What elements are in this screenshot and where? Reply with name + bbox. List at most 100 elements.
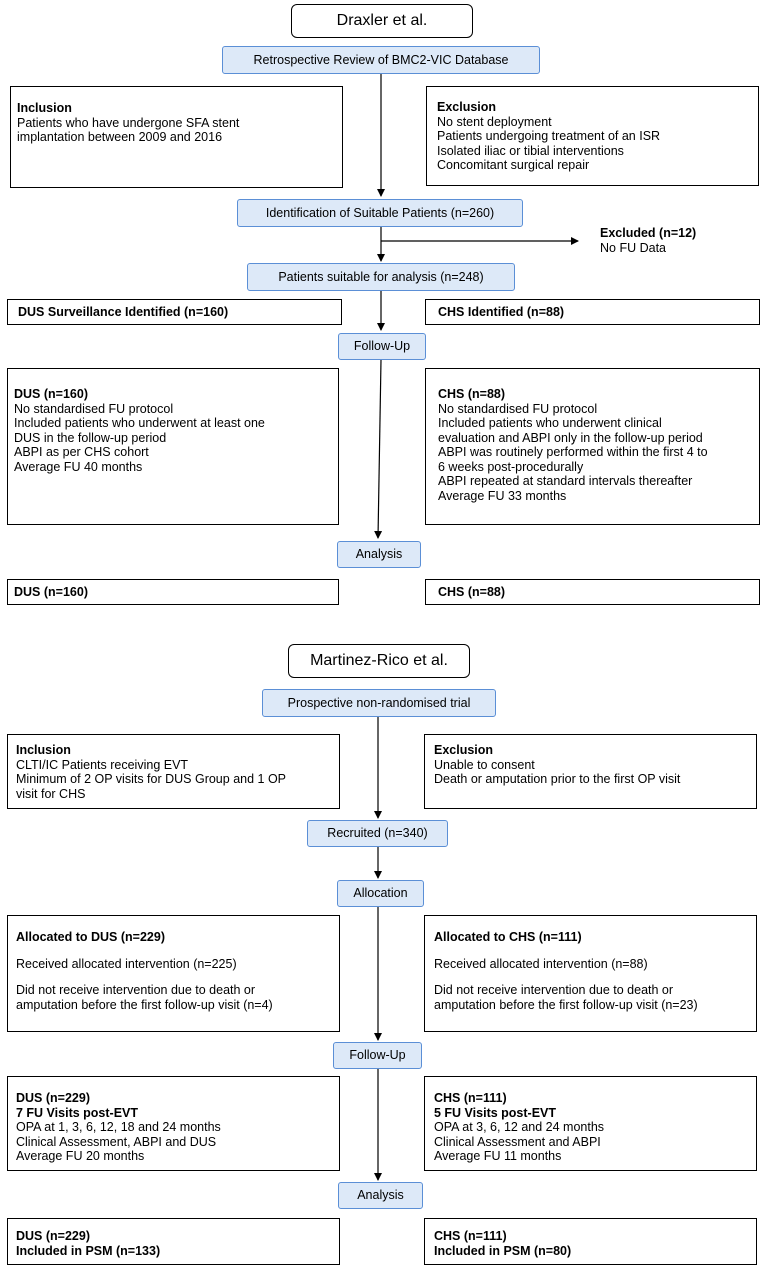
inclusion-line: visit for CHS [16,786,86,801]
arrow-followup-to-analysis [374,359,383,539]
chs-detail-line: Included patients who underwent clinical [438,416,662,430]
martinez-dus-detail-box: DUS (n=229) 7 FU Visits post-EVT OPA at … [7,1076,340,1171]
inclusion-line: Patients who have undergone SFA stent [17,115,240,130]
alloc-dus-received: Received allocated intervention (n=225) [16,956,237,971]
dus-detail-line: DUS in the follow-up period [14,430,167,445]
draxler-chs-final-box: CHS (n=88) [425,579,760,605]
dus-detail-heading: DUS (n=160) [14,387,88,401]
draxler-review-node: Retrospective Review of BMC2-VIC Databas… [222,46,540,74]
chs-detail-heading: CHS (n=111) [434,1091,507,1105]
dus-final-heading: DUS (n=229) [16,1229,90,1243]
martinez-chs-detail-box: CHS (n=111) 5 FU Visits post-EVT OPA at … [424,1076,757,1171]
chs-detail-line: Clinical Assessment and ABPI [434,1134,601,1149]
alloc-chs-heading: Allocated to CHS (n=111) [434,930,582,944]
draxler-dus-detail-box: DUS (n=160) No standardised FU protocol … [7,368,339,525]
exclusion-line: Unable to consent [434,757,535,772]
draxler-dus-final-box: DUS (n=160) [7,579,339,605]
draxler-suitable-node: Patients suitable for analysis (n=248) [247,263,515,291]
chs-detail-line: 6 weeks post-procedurally [438,459,584,474]
draxler-analysis-node: Analysis [337,541,421,568]
draxler-title: Draxler et al. [291,4,473,38]
dus-detail-line: Included patients who underwent at least… [14,416,265,430]
inclusion-line: implantation between 2009 and 2016 [17,130,223,144]
chs-identified-text: CHS Identified (n=88) [438,305,565,319]
dus-detail-subheading: 7 FU Visits post-EVT [16,1105,139,1120]
inclusion-heading: Inclusion [17,101,72,115]
chs-detail-line: ABPI repeated at standard intervals ther… [438,474,693,488]
chs-detail-line: ABPI was routinely performed within the … [438,445,708,459]
alloc-dus-not-received: amputation before the first follow-up vi… [16,997,273,1012]
martinez-followup-node: Follow-Up [333,1042,422,1069]
martinez-chs-final-box: CHS (n=111) Included in PSM (n=80) [424,1218,757,1265]
exclusion-line: Patients undergoing treatment of an ISR [437,129,661,143]
exclusion-line: Concomitant surgical repair [437,158,590,172]
martinez-exclusion-box: Exclusion Unable to consent Death or amp… [424,734,757,809]
dus-detail-line: Average FU 40 months [14,459,143,474]
chs-detail-heading: CHS (n=88) [438,387,506,401]
dus-final-subheading: Included in PSM (n=133) [16,1243,161,1258]
chs-detail-line: OPA at 3, 6, 12 and 24 months [434,1120,605,1134]
martinez-alloc-chs-box: Allocated to CHS (n=111) Received alloca… [424,915,757,1032]
dus-detail-line: No standardised FU protocol [14,401,174,416]
martinez-allocation-node: Allocation [337,880,424,907]
analysis-text: Analysis [357,1188,404,1203]
identification-text: Identification of Suitable Patients (n=2… [265,205,495,220]
followup-text: Follow-Up [349,1048,406,1063]
martinez-alloc-dus-box: Allocated to DUS (n=229) Received alloca… [7,915,340,1032]
chs-detail-line: evaluation and ABPI only in the follow-u… [438,430,703,445]
inclusion-line: CLTI/IC Patients receiving EVT [16,757,189,772]
chs-detail-line: No standardised FU protocol [438,401,598,416]
draxler-title-text: Draxler et al. [336,11,428,29]
alloc-chs-not-received: Did not receive intervention due to deat… [434,983,674,997]
suitable-text: Patients suitable for analysis (n=248) [278,269,484,284]
exclusion-line: Isolated iliac or tibial interventions [437,143,624,158]
martinez-trial-node: Prospective non-randomised trial [262,689,496,717]
alloc-dus-heading: Allocated to DUS (n=229) [16,930,165,944]
draxler-dus-identified-box: DUS Surveillance Identified (n=160) [7,299,342,325]
dus-detail-line: OPA at 1, 3, 6, 12, 18 and 24 months [16,1120,221,1134]
excluded-heading: Excluded (n=12) [600,226,697,240]
draxler-excluded-note: Excluded (n=12) No FU Data [600,226,750,255]
exclusion-heading: Exclusion [434,743,494,757]
dus-detail-line: ABPI as per CHS cohort [14,445,149,459]
chs-final-heading: CHS (n=111) [434,1229,507,1243]
exclusion-line: Death or amputation prior to the first O… [434,772,681,786]
martinez-inclusion-box: Inclusion CLTI/IC Patients receiving EVT… [7,734,340,809]
chs-final-text: CHS (n=88) [438,585,506,599]
martinez-analysis-node: Analysis [338,1182,423,1209]
alloc-chs-not-received: amputation before the first follow-up vi… [434,997,698,1012]
draxler-identification-node: Identification of Suitable Patients (n=2… [237,199,523,227]
draxler-chs-detail-box: CHS (n=88) No standardised FU protocol I… [425,368,760,525]
martinez-recruited-node: Recruited (n=340) [307,820,448,847]
martinez-title-text: Martinez-Rico et al. [310,651,448,669]
exclusion-line: No stent deployment [437,114,552,129]
dus-final-text: DUS (n=160) [14,585,88,599]
martinez-dus-final-box: DUS (n=229) Included in PSM (n=133) [7,1218,340,1265]
inclusion-line: Minimum of 2 OP visits for DUS Group and… [16,772,287,786]
chs-detail-line: Average FU 11 months [434,1149,562,1163]
allocation-text: Allocation [353,886,408,901]
dus-detail-heading: DUS (n=229) [16,1091,90,1105]
followup-text: Follow-Up [353,339,411,354]
draxler-chs-identified-box: CHS Identified (n=88) [425,299,760,325]
alloc-dus-not-received: Did not receive intervention due to deat… [16,983,256,997]
recruited-text: Recruited (n=340) [327,826,428,841]
chs-final-subheading: Included in PSM (n=80) [434,1243,572,1258]
martinez-title: Martinez-Rico et al. [288,644,470,678]
inclusion-heading: Inclusion [16,743,71,757]
draxler-review-text: Retrospective Review of BMC2-VIC Databas… [253,52,509,67]
dus-identified-text: DUS Surveillance Identified (n=160) [18,305,229,319]
alloc-chs-received: Received allocated intervention (n=88) [434,956,648,971]
draxler-exclusion-box: Exclusion No stent deployment Patients u… [426,86,759,186]
exclusion-heading: Exclusion [437,100,497,114]
excluded-line: No FU Data [600,240,666,255]
trial-text: Prospective non-randomised trial [287,695,471,710]
draxler-inclusion-box: Inclusion Patients who have undergone SF… [10,86,343,188]
chs-detail-subheading: 5 FU Visits post-EVT [434,1105,557,1120]
chs-detail-line: Average FU 33 months [438,488,567,503]
draxler-followup-node: Follow-Up [338,333,426,360]
analysis-text: Analysis [355,547,403,562]
dus-detail-line: Average FU 20 months [16,1149,145,1163]
dus-detail-line: Clinical Assessment, ABPI and DUS [16,1134,217,1149]
